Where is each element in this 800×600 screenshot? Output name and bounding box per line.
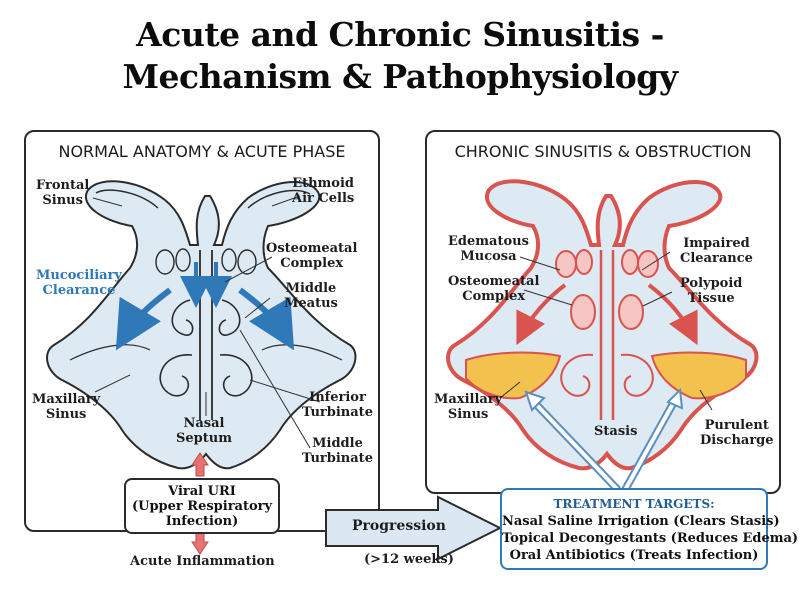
treatment-targets-box: TREATMENT TARGETS: Nasal Saline Irrigati…: [500, 488, 799, 570]
chronic-septum: [599, 250, 615, 420]
edematous-ethmoid: [621, 249, 639, 275]
leader-line: [224, 256, 273, 283]
treatment-item: Nasal Saline Irrigation (Clears Stasis): [502, 514, 780, 529]
pointer-to-discharge: [623, 399, 677, 491]
label-maxillary-sinus-right: Maxillary Sinus: [434, 392, 503, 422]
ethmoid-cell: [221, 248, 237, 272]
label-nasal-septum: Nasal Septum: [176, 416, 232, 446]
diagram-title: Acute and Chronic Sinusitis - Mechanism …: [0, 14, 800, 98]
pus-pool-left: [465, 351, 562, 400]
leader-line: [499, 381, 521, 399]
normal-frontal-left: [95, 189, 159, 209]
label-osteomeatal-complex: Osteomeatal Complex: [266, 241, 358, 271]
leader-line: [699, 389, 713, 411]
label-purulent-discharge: Purulent Discharge: [700, 418, 774, 448]
treatment-item: Oral Antibiotics (Treats Infection): [509, 548, 759, 563]
leader-line: [523, 289, 573, 306]
label-ethmoid-air-cells: Ethmoid Air Cells: [292, 176, 355, 206]
treatment-item: Topical Decongestants (Reduces Edema): [502, 531, 799, 546]
label-polypoid-tissue: Polypoid Tissue: [680, 276, 743, 306]
acute-inflammation-label: Acute Inflammation: [130, 554, 275, 569]
label-edematous-mucosa: Edematous Mucosa: [448, 234, 529, 264]
leader-line: [244, 297, 271, 319]
uri-down-arrow: [191, 531, 209, 555]
leader-line: [92, 197, 123, 207]
impaired-flow-arrow: [516, 283, 567, 346]
pointer-head: [524, 390, 546, 412]
leader-line: [519, 256, 561, 271]
leader-line: [94, 374, 131, 393]
label-inferior-turbinate: Inferior Turbinate: [302, 390, 373, 420]
pointer-to-stasis: [530, 398, 620, 492]
middle-turbinate-right: [218, 299, 241, 336]
leader-line: [642, 291, 673, 307]
progression-label: Progression: [352, 518, 446, 534]
duration-label: (>12 weeks): [364, 552, 454, 567]
treatment-targets-title: TREATMENT TARGETS:: [553, 497, 715, 511]
label-middle-meatus: Middle Meatus: [284, 281, 338, 311]
chronic-turbinate-right: [620, 353, 654, 397]
normal-sinus-outline: [46, 180, 357, 470]
leader-line: [239, 329, 311, 449]
normal-anatomy-panel-title: NORMAL ANATOMY & ACUTE PHASE: [58, 142, 346, 161]
ethmoid-cell: [175, 248, 191, 272]
edematous-ethmoid: [637, 250, 659, 278]
title-line-2: Mechanism & Pathophysiology: [122, 57, 678, 96]
treatment-pointers: [524, 387, 684, 493]
label-stasis: Stasis: [594, 424, 638, 439]
impaired-flow-arrow: [647, 283, 698, 346]
viral-uri-text: Viral URI (Upper Respiratory Infection): [131, 484, 273, 529]
chronic-turbinate-left: [560, 353, 594, 397]
pus-pool-right: [650, 351, 747, 400]
edematous-ethmoid: [555, 250, 577, 278]
label-osteomeatal-complex-chronic: Osteomeatal Complex: [448, 274, 540, 304]
inferior-turbinate-right: [219, 354, 253, 397]
clearance-arrow: [115, 287, 172, 351]
progression-arrow: [325, 495, 503, 561]
label-frontal-sinus: Frontal Sinus: [36, 178, 90, 208]
leader-line: [271, 195, 301, 207]
middle-turbinate-left: [171, 299, 194, 336]
edematous-ethmoid: [575, 249, 593, 275]
leader-line: [641, 251, 671, 271]
title-line-1: Acute and Chronic Sinusitis -: [136, 15, 664, 54]
pointer-head: [666, 387, 684, 410]
polyp: [618, 294, 644, 330]
polyp: [570, 294, 596, 330]
viral-uri-box: Viral URI (Upper Respiratory Infection): [124, 478, 280, 534]
normal-frontal-right: [247, 189, 311, 209]
label-mucociliary-clearance: Mucociliary Clearance: [36, 268, 122, 298]
label-middle-turbinate: Middle Turbinate: [302, 436, 373, 466]
label-maxillary-sinus-left: Maxillary Sinus: [32, 392, 101, 422]
ethmoid-cell: [155, 249, 175, 275]
clearance-arrow: [238, 287, 295, 351]
label-impaired-clearance: Impaired Clearance: [680, 236, 753, 266]
leader-line: [249, 379, 321, 403]
inferior-turbinate-left: [159, 354, 193, 397]
chronic-sinusitis-panel-title: CHRONIC SINUSITIS & OBSTRUCTION: [454, 142, 752, 161]
normal-sinus-anatomy: [46, 180, 357, 470]
uri-up-arrow: [191, 452, 209, 477]
